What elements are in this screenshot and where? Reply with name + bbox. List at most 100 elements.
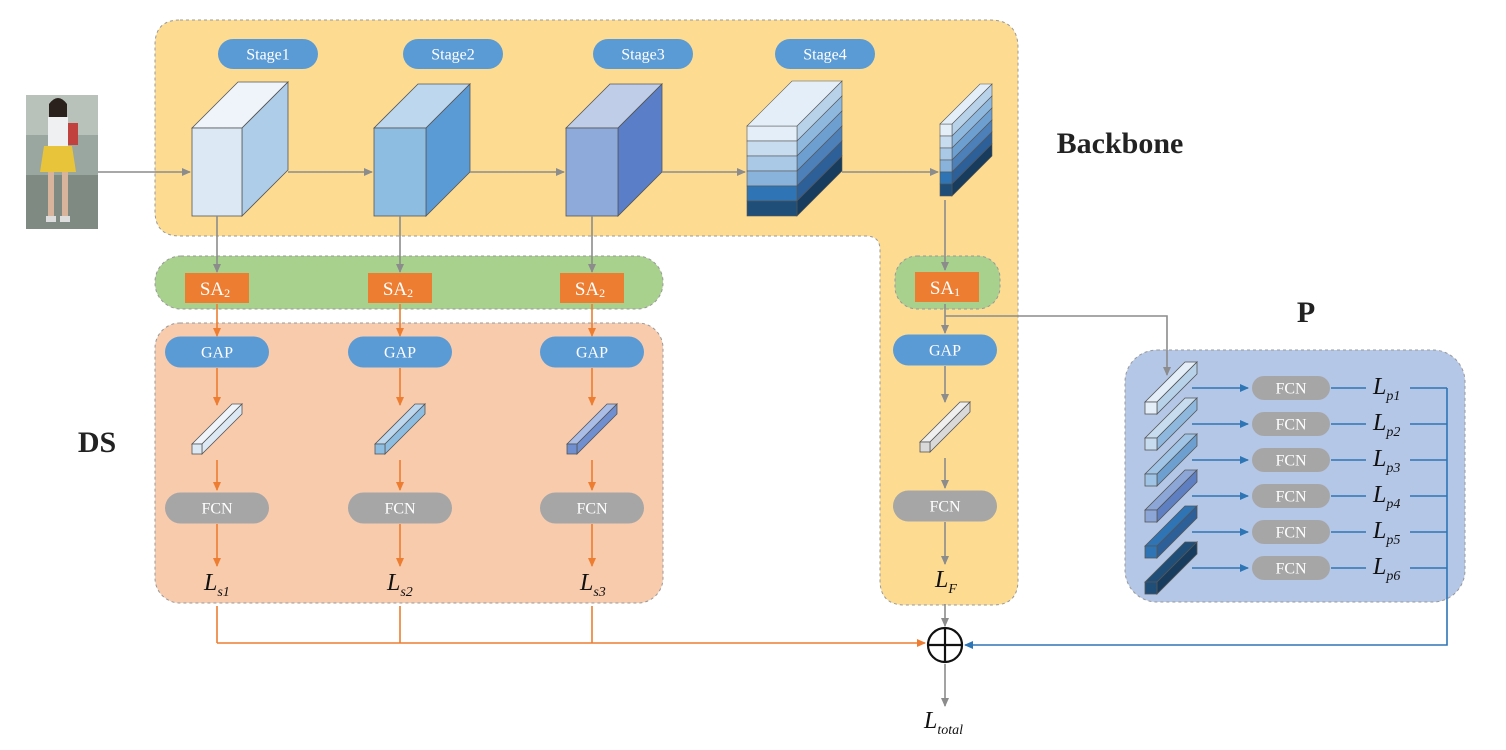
stage-pill-4: Stage4 bbox=[775, 39, 875, 69]
stage4-feature-stack-slice bbox=[746, 155, 798, 172]
sa1-to-p-branch-arrow bbox=[945, 315, 1171, 376]
stage-pill-1: Stage1 bbox=[218, 39, 318, 69]
p-fcn-pill-3-label: FCN bbox=[1275, 453, 1307, 470]
ds-feature-vector-1 bbox=[191, 403, 243, 455]
p-region bbox=[1124, 349, 1466, 603]
stage-pill-4-label: Stage4 bbox=[803, 47, 847, 64]
ds-fcn-pill-1-label: FCN bbox=[201, 501, 233, 518]
stage-pill-3: Stage3 bbox=[593, 39, 693, 69]
pooled-feature-stack-slice bbox=[939, 183, 953, 197]
sa1-box-label: SA1 bbox=[930, 278, 960, 299]
ds-feature-vector-2-face bbox=[374, 443, 386, 455]
p-fcn-pill-2-shape bbox=[1252, 412, 1330, 436]
ds-feature-vector-3-face bbox=[566, 443, 578, 455]
stage-pill-4-shape bbox=[775, 39, 875, 69]
ds-region bbox=[154, 322, 664, 604]
ds-fcn-pill-3-label: FCN bbox=[576, 501, 608, 518]
sa2-box-2-text: SA bbox=[383, 279, 408, 300]
main-fcn-pill: FCN bbox=[893, 490, 997, 522]
part-slice-face bbox=[1144, 581, 1158, 595]
main-feature-vector bbox=[919, 401, 971, 453]
sa2-box-2: SA2 bbox=[368, 273, 432, 303]
stage2-feature-block bbox=[373, 83, 471, 217]
p-fcn-pill-1-label: FCN bbox=[1275, 381, 1307, 398]
p-fcn-pill-4: FCN bbox=[1252, 484, 1330, 508]
ds-gap-pill-3-label: GAP bbox=[576, 345, 608, 362]
stage-pill-3-shape bbox=[593, 39, 693, 69]
stage-pill-2-label: Stage2 bbox=[431, 47, 475, 64]
ds-feature-vector-1-face bbox=[191, 443, 203, 455]
loss-p4-main: L bbox=[1372, 482, 1386, 508]
ds-fcn-pill-2: FCN bbox=[348, 492, 452, 524]
p-fcn-pill-5: FCN bbox=[1252, 520, 1330, 544]
loss-p5-main: L bbox=[1372, 518, 1386, 544]
sa1-box-shape bbox=[915, 272, 979, 302]
loss-p4: Lp4 bbox=[1372, 482, 1400, 512]
p-fcn-pill-6-label: FCN bbox=[1275, 561, 1307, 578]
loss-p2-subscript: p2 bbox=[1385, 425, 1400, 440]
sa2-box-3-subscript: 2 bbox=[599, 286, 605, 300]
loss-p1-subscript: p1 bbox=[1385, 389, 1400, 404]
stage-pill-3-label: Stage3 bbox=[621, 47, 665, 64]
p-fcn-pill-1-shape bbox=[1252, 376, 1330, 400]
loss-p1-main: L bbox=[1372, 374, 1386, 400]
ds-fcn-pill-2-label: FCN bbox=[384, 501, 416, 518]
stage-pill-2-shape bbox=[403, 39, 503, 69]
loss-p5-subscript: p5 bbox=[1385, 533, 1400, 548]
sa1-box-text: SA bbox=[930, 278, 955, 299]
loss-p2-main: L bbox=[1372, 410, 1386, 436]
main-gap-pill-shape bbox=[893, 334, 997, 366]
stage4-feature-stack-slice bbox=[746, 170, 798, 187]
ds-gap-pill-1-label: GAP bbox=[201, 345, 233, 362]
loss-s2: Ls2 bbox=[386, 570, 413, 600]
ds-title: DS bbox=[78, 426, 116, 459]
p-fcn-pill-4-label: FCN bbox=[1275, 489, 1307, 506]
ds-fcn-pill-1: FCN bbox=[165, 492, 269, 524]
input-pedestrian-image bbox=[26, 95, 98, 229]
loss-p4-subscript: p4 bbox=[1385, 497, 1400, 512]
part-slice-face bbox=[1144, 509, 1158, 523]
loss-p2: Lp2 bbox=[1372, 410, 1400, 440]
part-slice-6 bbox=[1144, 541, 1198, 595]
loss-s3-main: L bbox=[579, 570, 593, 596]
sa2-box-3-shape bbox=[560, 273, 624, 303]
loss-s1-subscript: s1 bbox=[217, 585, 229, 600]
ds-feature-vector-2 bbox=[374, 403, 426, 455]
main-gap-pill-label: GAP bbox=[929, 343, 961, 360]
part-slice-2 bbox=[1144, 397, 1198, 451]
loss-p6-main: L bbox=[1372, 554, 1386, 580]
stage3-feature-block bbox=[565, 83, 663, 217]
p-fcn-pill-5-label: FCN bbox=[1275, 525, 1307, 542]
ds-fcn-pill-3: FCN bbox=[540, 492, 644, 524]
part-slice-1 bbox=[1144, 361, 1198, 415]
ds-gap-pill-1-shape bbox=[165, 336, 269, 368]
ds-gap-pill-2-label: GAP bbox=[384, 345, 416, 362]
backbone-title: Backbone bbox=[1057, 127, 1184, 160]
stage4-feature-stack-slice bbox=[746, 140, 798, 157]
sa2-box-2-label: SA2 bbox=[383, 279, 413, 300]
sa1-box-subscript: 1 bbox=[954, 285, 960, 299]
main-fcn-pill-shape bbox=[893, 490, 997, 522]
ds-gap-pill-2: GAP bbox=[348, 336, 452, 368]
part-slice-face bbox=[1144, 545, 1158, 559]
loss-total: Ltotal bbox=[923, 708, 963, 738]
ds-fcn-pill-2-shape bbox=[348, 492, 452, 524]
stage1-feature-block-front bbox=[191, 127, 243, 217]
p-title: P bbox=[1297, 296, 1315, 329]
stage4-feature-stack-slice bbox=[746, 200, 798, 217]
p-fcn-pill-6-shape bbox=[1252, 556, 1330, 580]
part-slice-3 bbox=[1144, 433, 1198, 487]
p-fcn-pill-2: FCN bbox=[1252, 412, 1330, 436]
main-gap-pill: GAP bbox=[893, 334, 997, 366]
ds-gap-pill-2-shape bbox=[348, 336, 452, 368]
sa2-box-1-shape bbox=[185, 273, 249, 303]
loss-s3: Ls3 bbox=[579, 570, 606, 600]
loss-s2-main: L bbox=[386, 570, 400, 596]
p-fcn-pill-3-shape bbox=[1252, 448, 1330, 472]
loss-p3: Lp3 bbox=[1372, 446, 1400, 476]
main-fcn-pill-label: FCN bbox=[929, 499, 961, 516]
ds-gap-pill-3: GAP bbox=[540, 336, 644, 368]
stage4-feature-stack-slice bbox=[746, 185, 798, 202]
pooled-feature-stack-slice bbox=[939, 123, 953, 137]
stage2-feature-block-front bbox=[373, 127, 427, 217]
